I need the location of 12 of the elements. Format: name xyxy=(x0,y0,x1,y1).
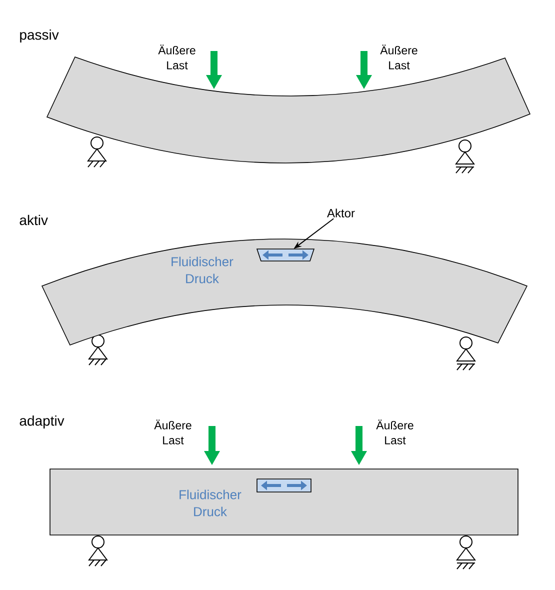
label: passiv xyxy=(20,29,59,43)
label: adaptiv xyxy=(20,415,64,429)
label: Äußere Last xyxy=(154,420,192,444)
label: Äußere Last xyxy=(158,44,196,70)
actuator xyxy=(256,478,312,492)
beam: Fluidischer Druck xyxy=(50,468,518,536)
beam xyxy=(46,56,530,164)
label: aktiv xyxy=(20,214,48,226)
label: Aktor xyxy=(327,208,355,218)
label: Äußere Last xyxy=(380,44,418,70)
label: Äußere Last xyxy=(376,420,414,444)
beam: Fluidischer Druck xyxy=(42,238,528,346)
